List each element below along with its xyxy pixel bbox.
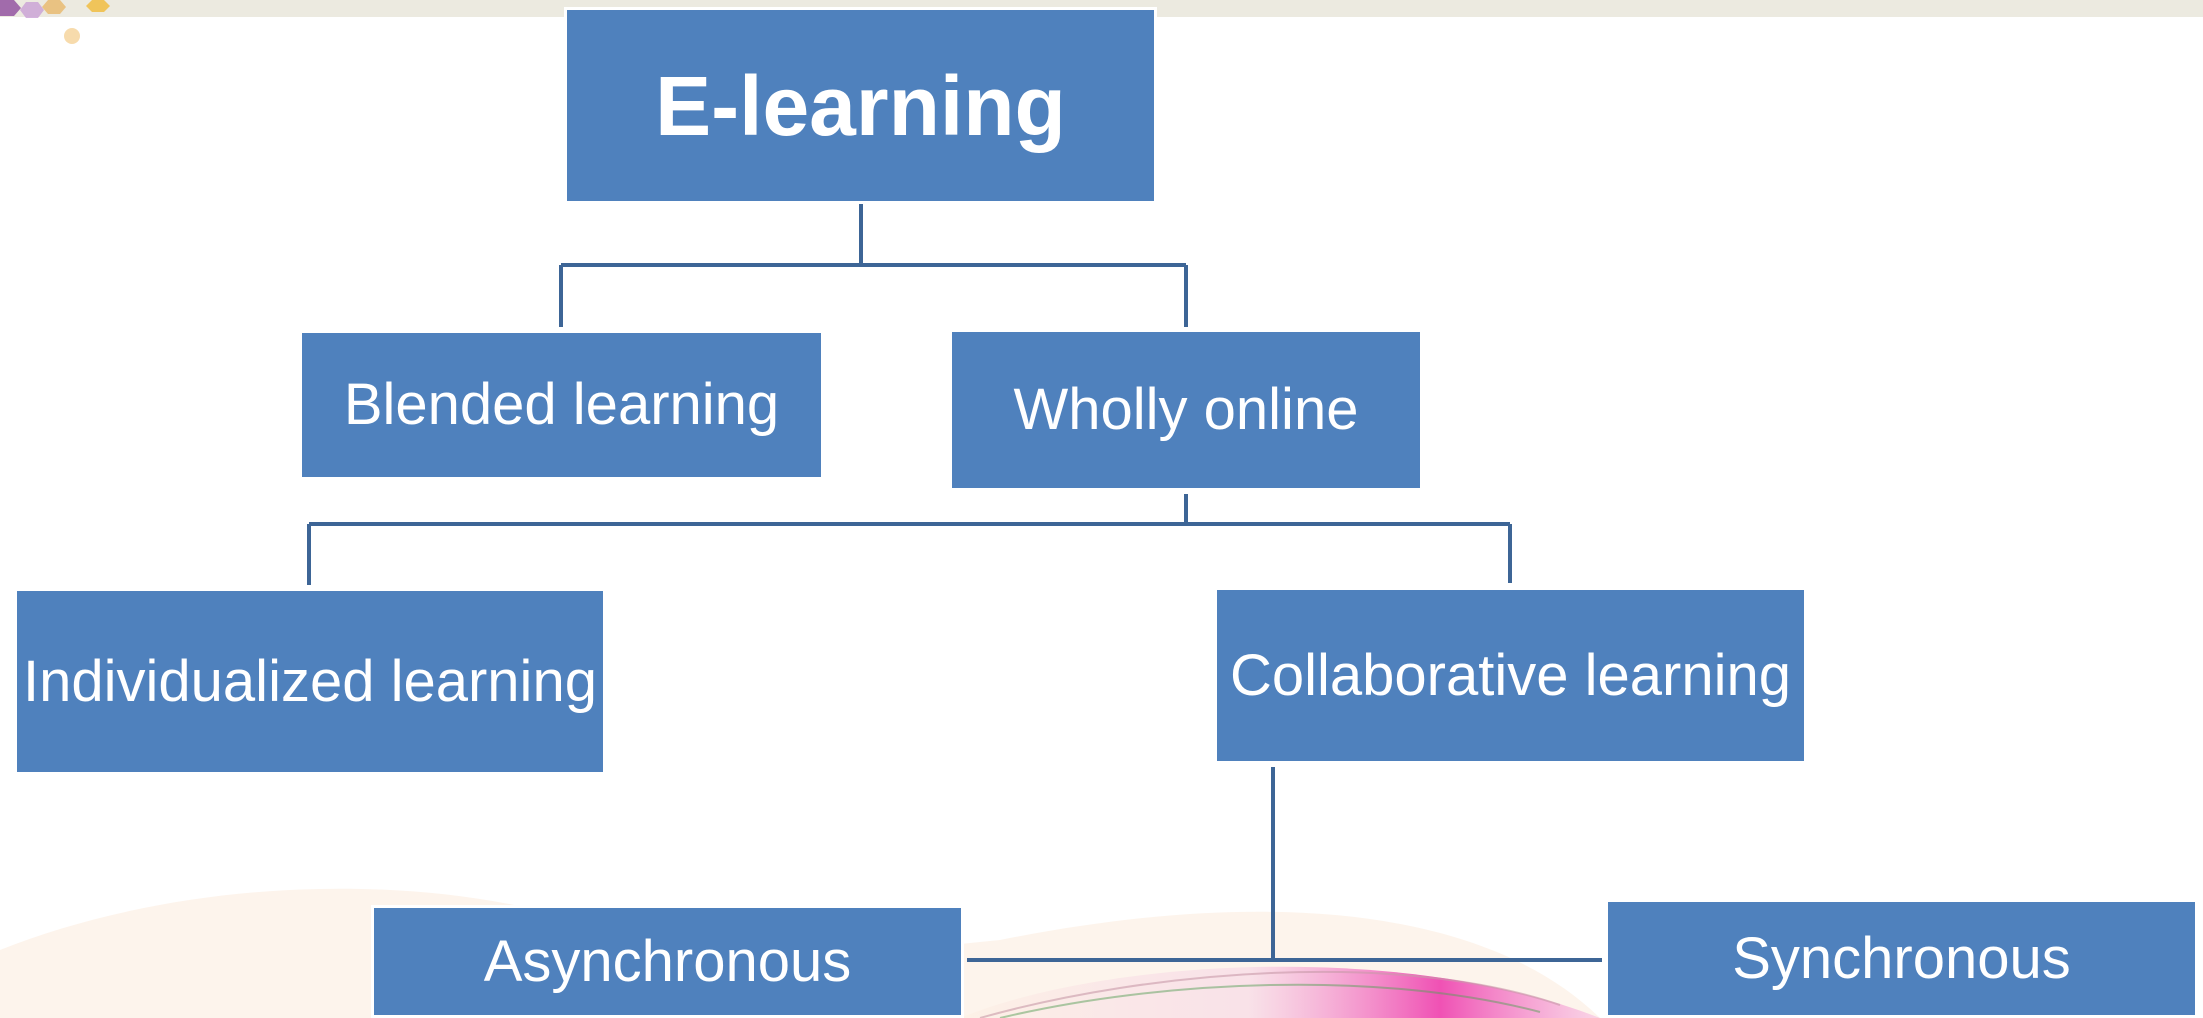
edge-collaborative-children <box>967 767 1602 962</box>
node-collaborative-learning: Collaborative learning <box>1214 587 1807 764</box>
node-individualized-learning: Individualized learning <box>14 588 606 775</box>
edge-wholly-online-children <box>307 494 1512 585</box>
hexagon-logo-icon <box>0 0 110 44</box>
edge-root-children <box>559 204 1188 327</box>
node-synchronous: Synchronous <box>1605 899 2198 1018</box>
node-blended-learning: Blended learning <box>299 330 824 480</box>
node-asynchronous: Asynchronous <box>371 905 964 1018</box>
node-wholly-online: Wholly online <box>949 329 1423 491</box>
node-e-learning: E-learning <box>564 7 1157 204</box>
